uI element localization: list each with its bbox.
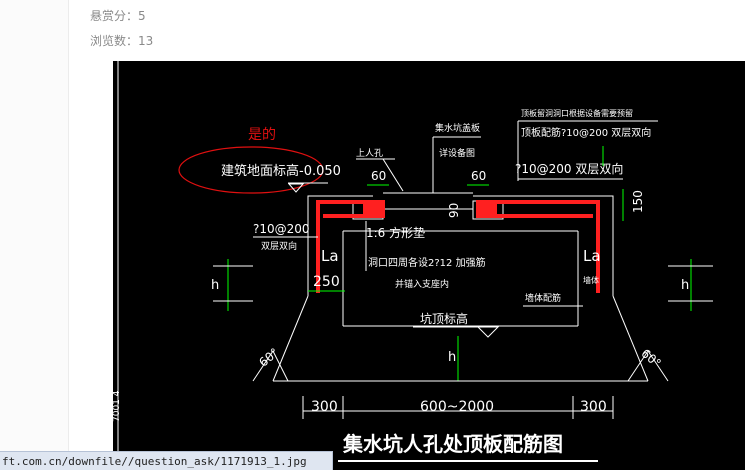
pit-cover-sub: 详设备图 xyxy=(439,147,475,159)
manhole-label: 上人孔 xyxy=(356,148,383,159)
pit-top-elevation: 坑顶标高 xyxy=(420,311,468,326)
annotation-ellipse xyxy=(178,146,324,194)
drawing-title: 集水坑人孔处顶板配筋图 xyxy=(342,432,563,456)
slope-ratio: 1:6 方形垫 xyxy=(366,225,425,240)
dim-90: 90 xyxy=(447,203,461,218)
bounty-score: 悬赏分：5 xyxy=(90,9,146,23)
floor-elevation: 建筑地面标高-0.050 xyxy=(221,163,341,179)
annotation-yes: 是的 xyxy=(248,127,276,143)
dim-250: 250 xyxy=(313,274,340,290)
anchor-note: 并锚入支座内 xyxy=(395,278,449,290)
rebar-right: ?10@200 双层双向 xyxy=(515,161,623,176)
wall-rebar: 墙体配筋 xyxy=(525,292,561,304)
dim-bottom-mid: 600~2000 xyxy=(420,399,494,415)
cad-drawing-image[interactable]: 7001 4 是的 建筑地面标高-0.050 上人孔 集水坑盖板 详设备图 顶板… xyxy=(113,61,745,470)
wall-note: 墙体 xyxy=(583,275,599,285)
h-right: h xyxy=(681,278,689,293)
h-left: h xyxy=(211,278,219,293)
pit-cover-label: 集水坑盖板 xyxy=(435,122,480,134)
dim-bottom-left: 300 xyxy=(311,399,338,415)
dim-60-left: 60 xyxy=(371,169,386,183)
view-count: 浏览数：13 xyxy=(90,34,154,48)
dim-bottom-right: 300 xyxy=(580,399,607,415)
rebar-left: ?10@200 xyxy=(253,222,310,236)
left-sidebar xyxy=(0,0,69,470)
dim-60-right: 60 xyxy=(471,169,486,183)
dim-150: 150 xyxy=(631,190,645,213)
top-note-2: 顶板配筋?10@200 双层双向 xyxy=(521,126,651,139)
la-left: La xyxy=(321,247,339,265)
rebar-left-sub: 双层双向 xyxy=(261,240,297,252)
browser-status-bar: ft.com.cn/downfile//question_ask/1171913… xyxy=(0,451,333,470)
angle-left: 60° xyxy=(256,345,281,369)
la-right: La xyxy=(583,247,601,265)
opening-rebar: 洞口四周各设2?12 加强筋 xyxy=(368,256,486,269)
side-code: 7001 4 xyxy=(113,390,122,422)
cad-drawing: 7001 4 是的 建筑地面标高-0.050 上人孔 集水坑盖板 详设备图 顶板… xyxy=(113,61,713,470)
h-mid: h xyxy=(448,350,456,365)
top-note-1: 顶板留洞洞口根据设备需要预留 xyxy=(521,108,633,118)
